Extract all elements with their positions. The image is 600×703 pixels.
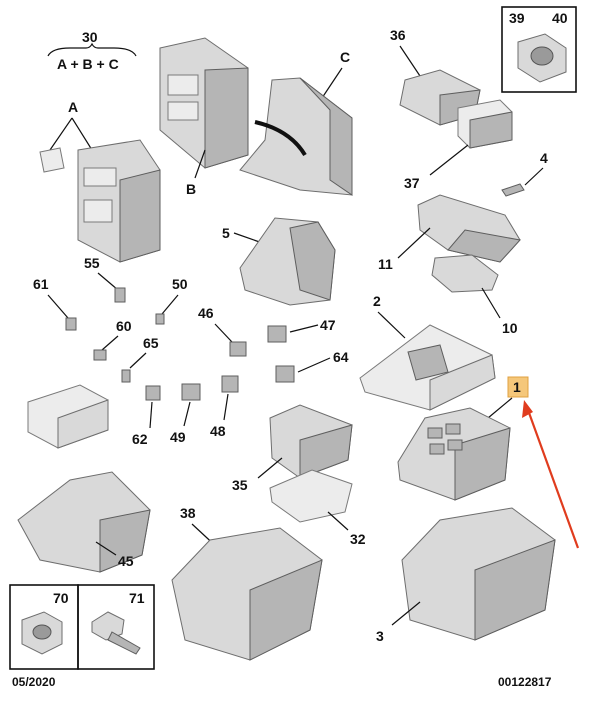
part-60: 60 xyxy=(93,318,132,361)
part-48: 48 xyxy=(210,375,239,439)
part-2: 2 xyxy=(359,293,496,411)
label-47: 47 xyxy=(320,317,336,333)
label-71: 71 xyxy=(129,590,145,606)
label-45: 45 xyxy=(118,553,134,569)
label-C: C xyxy=(340,49,350,65)
label-70: 70 xyxy=(53,590,69,606)
label-48: 48 xyxy=(210,423,226,439)
label-30-formula: A + B + C xyxy=(57,56,119,72)
label-1: 1 xyxy=(513,379,521,395)
label-A: A xyxy=(68,99,78,115)
label-39: 39 xyxy=(509,10,525,26)
box-39-40: 39 40 xyxy=(501,6,577,93)
part-38: 38 xyxy=(171,505,323,661)
part-32: 32 xyxy=(269,469,366,547)
part-1: 1 xyxy=(397,376,529,501)
part-45: 45 xyxy=(17,471,151,573)
label-65: 65 xyxy=(143,335,159,351)
label-B: B xyxy=(186,181,196,197)
part-55: 55 xyxy=(84,255,126,303)
label-11: 11 xyxy=(378,256,393,272)
part-50: 50 xyxy=(155,276,188,325)
part-62: 62 xyxy=(132,385,161,447)
label-61: 61 xyxy=(33,276,49,292)
part-47: 47 xyxy=(267,317,336,343)
part-61: 61 xyxy=(33,276,77,331)
label-46: 46 xyxy=(198,305,214,321)
box-70: 70 xyxy=(9,584,79,670)
label-10: 10 xyxy=(502,320,518,336)
part-49: 49 xyxy=(170,383,201,445)
part-35: 35 xyxy=(232,404,353,493)
pointer-arrow xyxy=(522,400,580,549)
group-30-brace: 30 A + B + C xyxy=(47,29,137,72)
box-71: 71 xyxy=(77,584,155,670)
part-C: C xyxy=(239,49,353,196)
label-49: 49 xyxy=(170,429,186,445)
part-3: 3 xyxy=(376,507,556,644)
label-32: 32 xyxy=(350,531,366,547)
label-64: 64 xyxy=(333,349,349,365)
connector-block xyxy=(27,384,109,449)
part-A: A xyxy=(39,99,161,263)
label-36: 36 xyxy=(390,27,406,43)
part-65: 65 xyxy=(121,335,159,383)
footer-ref: 00122817 xyxy=(498,675,552,689)
part-5: 5 xyxy=(222,217,336,306)
part-64: 64 xyxy=(275,349,349,383)
part-4: 4 xyxy=(501,150,548,197)
label-35: 35 xyxy=(232,477,248,493)
part-11: 11 xyxy=(378,194,521,272)
label-50: 50 xyxy=(172,276,188,292)
label-38: 38 xyxy=(180,505,196,521)
label-40: 40 xyxy=(552,10,568,26)
label-60: 60 xyxy=(116,318,132,334)
label-55: 55 xyxy=(84,255,100,271)
part-46: 46 xyxy=(198,305,247,357)
part-B: B xyxy=(159,37,249,197)
highlight-1 xyxy=(507,376,529,398)
part-10: 10 xyxy=(431,254,518,336)
label-2: 2 xyxy=(373,293,381,309)
label-5: 5 xyxy=(222,225,230,241)
label-3: 3 xyxy=(376,628,384,644)
footer-date: 05/2020 xyxy=(12,675,56,689)
label-4: 4 xyxy=(540,150,548,166)
label-62: 62 xyxy=(132,431,148,447)
label-37: 37 xyxy=(404,175,420,191)
part-37: 37 xyxy=(404,99,513,191)
label-30: 30 xyxy=(82,29,98,45)
